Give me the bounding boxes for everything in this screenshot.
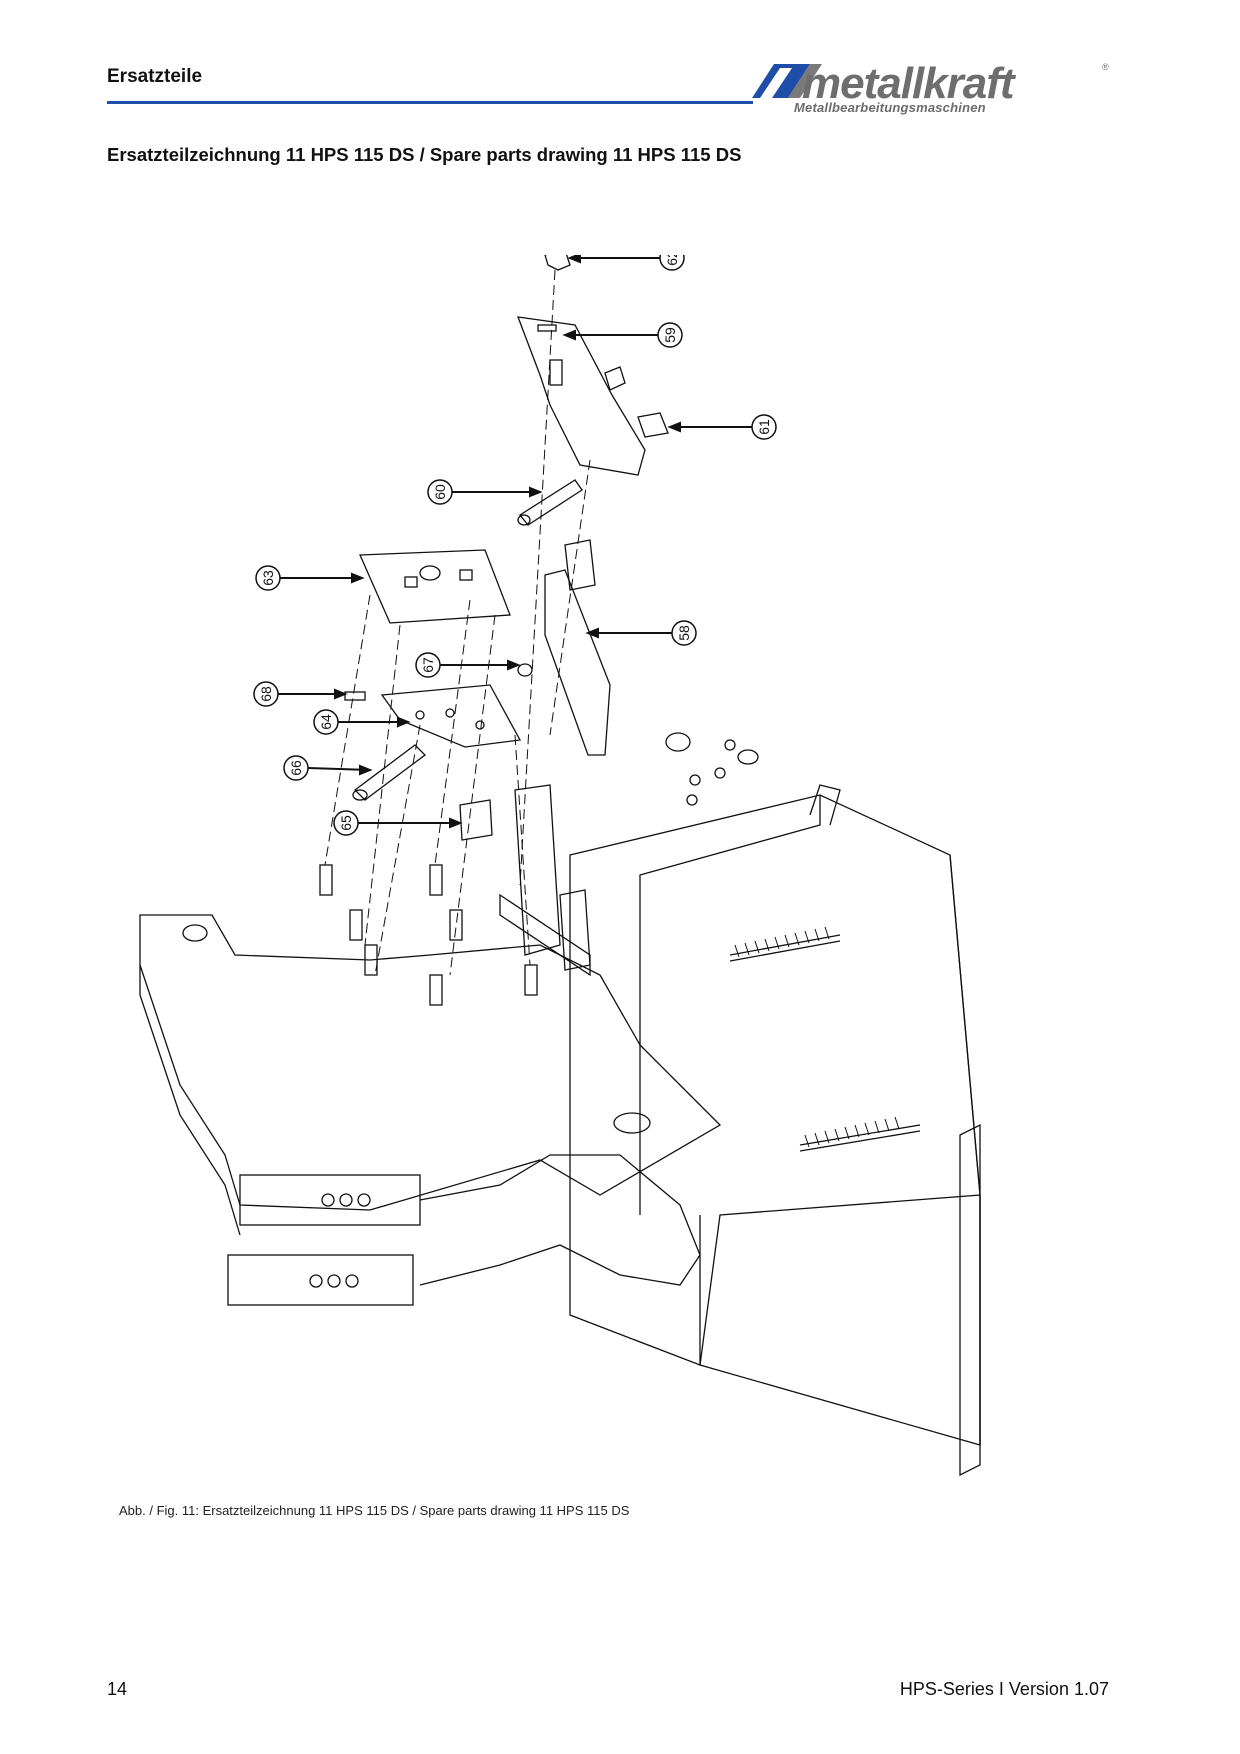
header-rule (107, 101, 753, 104)
part-66-bolt (354, 744, 426, 801)
document-heading: Ersatzteilzeichnung 11 HPS 115 DS / Spar… (107, 144, 742, 165)
callout-65: 65 (338, 815, 354, 831)
callout-67: 67 (420, 657, 436, 673)
brand-logo: metallkraft ® (752, 56, 1112, 118)
svg-text:metallkraft: metallkraft (802, 59, 1017, 108)
callout-66: 66 (288, 760, 304, 776)
part-59-plate (517, 316, 646, 476)
section-title: Ersatzteile (107, 66, 203, 87)
callout-61: 61 (756, 419, 772, 435)
figure-caption: Abb. / Fig. 11: Ersatzteilzeichnung 11 H… (119, 1503, 630, 1518)
page-number: 14 (107, 1679, 128, 1699)
part-60-pin (519, 479, 583, 526)
metallkraft-logo-icon: metallkraft ® (752, 59, 1109, 108)
part-62-knob (544, 249, 571, 271)
clamp-block-upper (239, 1174, 421, 1226)
callout-64: 64 (318, 714, 334, 730)
callout-63: 63 (260, 570, 276, 586)
clamp-block-lower (227, 1254, 414, 1306)
footer-version: HPS-Series I Version 1.07 (899, 1679, 1109, 1699)
part-65-bracket (459, 799, 493, 841)
part-63-plate (359, 549, 511, 624)
part-61-block (637, 412, 669, 438)
callout-62: 62 (664, 255, 680, 266)
spare-parts-drawing: 62 59 61 60 63 58 67 68 64 66 65 (120, 245, 1120, 1480)
housing-box (569, 794, 981, 1366)
part-58-plate (544, 569, 611, 756)
callout-60: 60 (432, 484, 448, 500)
base-frame-plate (139, 914, 722, 1211)
callout-68: 68 (258, 686, 274, 702)
svg-text:®: ® (1102, 62, 1109, 72)
exploded-view-drawing: 62 59 61 60 63 58 67 68 64 66 65 (139, 245, 981, 1477)
callout-58: 58 (676, 625, 692, 641)
logo-tagline: Metallbearbeitungsmaschinen (794, 100, 986, 115)
part-68-pin (344, 691, 366, 701)
part-64-plate (380, 684, 522, 748)
callout-59: 59 (662, 327, 678, 343)
part-67-bushing (517, 663, 533, 677)
vent-slots-lower (799, 1124, 921, 1152)
